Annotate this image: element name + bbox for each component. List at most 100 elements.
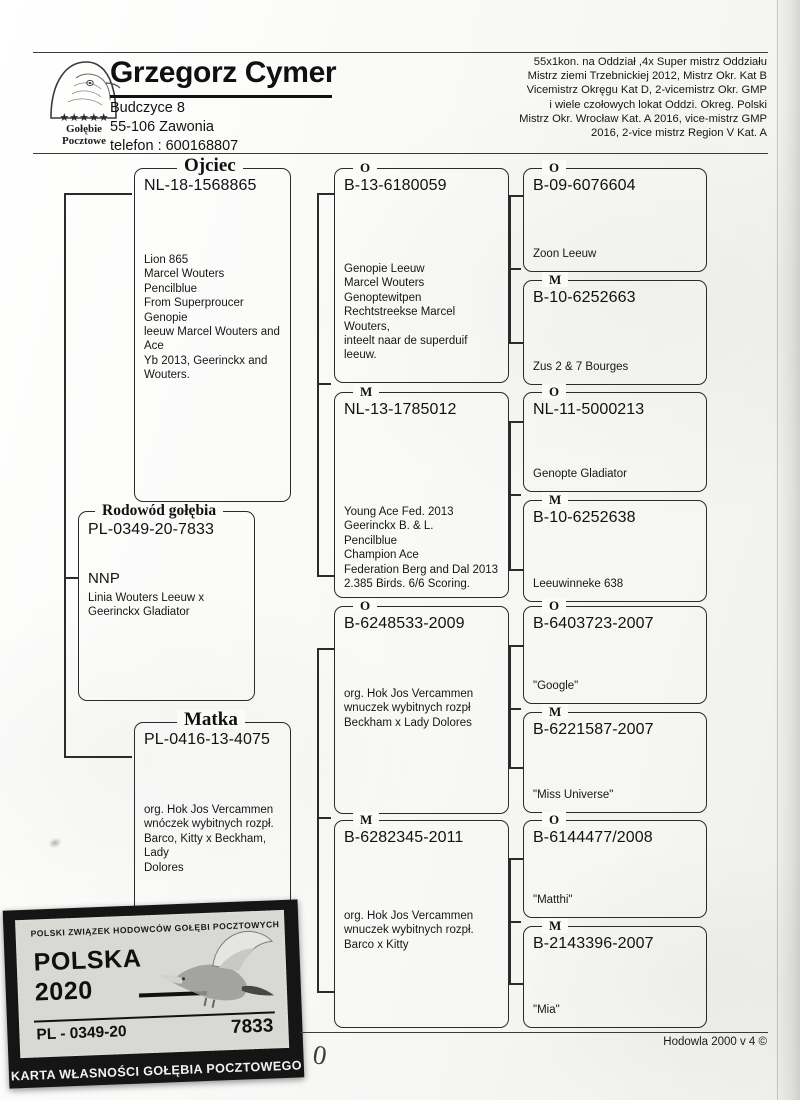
connector (509, 421, 511, 495)
greatgrandparent-box-4[interactable]: M B-10-6252638 Leeuwinneke 638 (523, 492, 707, 602)
greatgrandparent-box-6[interactable]: M B-6221587-2007 "Miss Universe" (523, 704, 707, 813)
connector (509, 983, 523, 985)
father-caption: Ojciec (177, 156, 243, 175)
connector (64, 193, 66, 578)
address-line-2: 55-106 Zawonia (110, 119, 214, 135)
grandparent-box-2[interactable]: M NL-13-1785012 Young Ace Fed. 2013 Geer… (334, 384, 509, 598)
connector (509, 645, 523, 647)
connector (317, 817, 319, 992)
connector (509, 268, 511, 343)
connector (509, 494, 511, 570)
greatgrandparent-ring-7: B-6144477/2008 (533, 829, 653, 846)
scan-edge-line (777, 0, 778, 1100)
connector (509, 921, 511, 984)
connector (509, 342, 523, 344)
grandparent-caption-3: O (353, 598, 378, 613)
ownership-card-year: 2020 (34, 976, 94, 1007)
subject-notes-title: NNP (88, 570, 120, 587)
subject-box[interactable]: Rodowód gołębia PL-0349-20-7833 NNP Lini… (78, 503, 255, 701)
handwritten-pen-mark: 0 (310, 1039, 329, 1071)
grandparent-caption-1: O (353, 160, 378, 175)
greatgrandparent-ring-4: B-10-6252638 (533, 509, 636, 526)
connector (509, 494, 521, 496)
subject-ring-number: PL-0349-20-7833 (88, 521, 215, 538)
greatgrandparent-caption-5: O (542, 598, 567, 613)
greatgrandparent-notes-4: Leeuwinneke 638 (533, 578, 624, 590)
logo-text-line2: Pocztowe (62, 134, 106, 147)
grandparent-caption-4: M (353, 812, 380, 827)
ownership-card-footer: KARTA WŁASNOŚCI GOŁĘBIA POCZTOWEGO (10, 1058, 303, 1084)
connector (509, 645, 511, 709)
connector (509, 858, 511, 922)
greatgrandparent-box-3[interactable]: O NL-11-5000213 Genopte Gladiator (523, 384, 707, 492)
father-ring-number: NL-18-1568865 (144, 177, 257, 194)
subject-notes: Linia Wouters Leeuw x Geerinckx Gladiato… (88, 592, 205, 619)
mother-caption: Matka (177, 710, 245, 729)
ownership-card-code: PL - 0349-20 (36, 1023, 127, 1044)
greatgrandparent-ring-2: B-10-6252663 (533, 289, 636, 306)
connector (509, 858, 523, 860)
mother-notes: org. Hok Jos Vercammen wnóczek wybitnych… (144, 804, 274, 874)
greatgrandparent-ring-8: B-2143396-2007 (533, 935, 654, 952)
header-bottom-rule (33, 153, 768, 154)
greatgrandparent-caption-6: M (542, 704, 569, 719)
connector (509, 268, 521, 270)
greatgrandparent-notes-5: "Google" (533, 680, 579, 692)
mother-ring-number: PL-0416-13-4075 (144, 731, 271, 748)
connector (317, 817, 331, 819)
owner-address: Budczyce 8 55-106 Zawonia telefon : 6001… (110, 99, 238, 156)
grandparent-box-1[interactable]: O B-13-6180059 Genopie Leeuw Marcel Wout… (334, 160, 509, 383)
greatgrandparent-notes-8: "Mia" (533, 1004, 560, 1016)
owner-name-underline (110, 95, 332, 98)
connector (64, 756, 132, 758)
pigeon-head-icon (46, 56, 122, 150)
logo-stars: ★★★★★ (59, 112, 109, 124)
greatgrandparent-box-7[interactable]: O B-6144477/2008 "Matthi" (523, 812, 707, 918)
ownership-card: POLSKI ZWIĄZEK HODOWCÓW GOŁĘBI POCZTOWYC… (2, 899, 305, 1089)
grandparent-box-4[interactable]: M B-6282345-2011 org. Hok Jos Vercammen … (334, 812, 509, 1028)
connector (509, 921, 521, 923)
greatgrandparent-notes-1: Zoon Leeuw (533, 248, 597, 260)
ownership-card-country: POLSKA (33, 944, 142, 977)
connector (317, 575, 334, 577)
connector (317, 648, 319, 818)
greatgrandparent-ring-1: B-09-6076604 (533, 177, 636, 194)
greatgrandparent-box-1[interactable]: O B-09-6076604 Zoon Leeuw (523, 160, 707, 272)
connector (64, 193, 132, 195)
connector (317, 383, 319, 576)
scan-smudge (46, 835, 64, 851)
greatgrandparent-notes-7: "Matthi" (533, 894, 573, 906)
grandparent-notes-3: org. Hok Jos Vercammen wnuczek wybitnych… (344, 688, 474, 729)
greatgrandparent-ring-6: B-6221587-2007 (533, 721, 654, 738)
connector (509, 708, 511, 768)
ownership-card-number: 7833 (230, 1015, 274, 1039)
logo-text-line1: Gołębie (65, 123, 103, 135)
achievements-text: 55x1kon. na Oddział ,4x Super mistrz Odd… (519, 56, 767, 140)
greatgrandparent-box-2[interactable]: M B-10-6252663 Zus 2 & 7 Bourges (523, 272, 707, 385)
address-phone: telefon : 600168807 (110, 138, 239, 154)
greatgrandparent-caption-2: M (542, 272, 569, 287)
greatgrandparent-caption-7: O (542, 812, 567, 827)
greatgrandparent-notes-2: Zus 2 & 7 Bourges (533, 361, 629, 373)
connector (509, 195, 511, 269)
connector (64, 577, 66, 757)
connector (509, 195, 523, 197)
grandparent-ring-3: B-6248533-2009 (344, 615, 465, 632)
greatgrandparent-box-8[interactable]: M B-2143396-2007 "Mia" (523, 918, 707, 1028)
grandparent-ring-1: B-13-6180059 (344, 177, 447, 194)
subject-caption: Rodowód gołębia (95, 503, 224, 519)
connector (317, 648, 334, 650)
greatgrandparent-caption-1: O (542, 160, 567, 175)
greatgrandparent-notes-3: Genopte Gladiator (533, 468, 627, 480)
greatgrandparent-notes-6: "Miss Universe" (533, 789, 614, 801)
grandparent-notes-4: org. Hok Jos Vercammen wnuczek wybitnych… (344, 910, 474, 951)
greatgrandparent-box-5[interactable]: O B-6403723-2007 "Google" (523, 598, 707, 704)
ownership-card-inner: POLSKI ZWIĄZEK HODOWCÓW GOŁĘBI POCZTOWYC… (15, 909, 290, 1059)
address-line-1: Budczyce 8 (110, 100, 185, 116)
grandparent-box-3[interactable]: O B-6248533-2009 org. Hok Jos Vercammen … (334, 598, 509, 814)
father-box[interactable]: Ojciec NL-18-1568865 Lion 865 Marcel Wou… (134, 156, 291, 502)
logo-text: Gołębie Pocztowe (44, 123, 124, 147)
grandparent-caption-2: M (353, 384, 380, 399)
grandparent-notes-1: Genopie Leeuw Marcel Wouters Genoptewitp… (344, 263, 468, 362)
father-notes: Lion 865 Marcel Wouters Pencilblue From … (144, 254, 280, 382)
